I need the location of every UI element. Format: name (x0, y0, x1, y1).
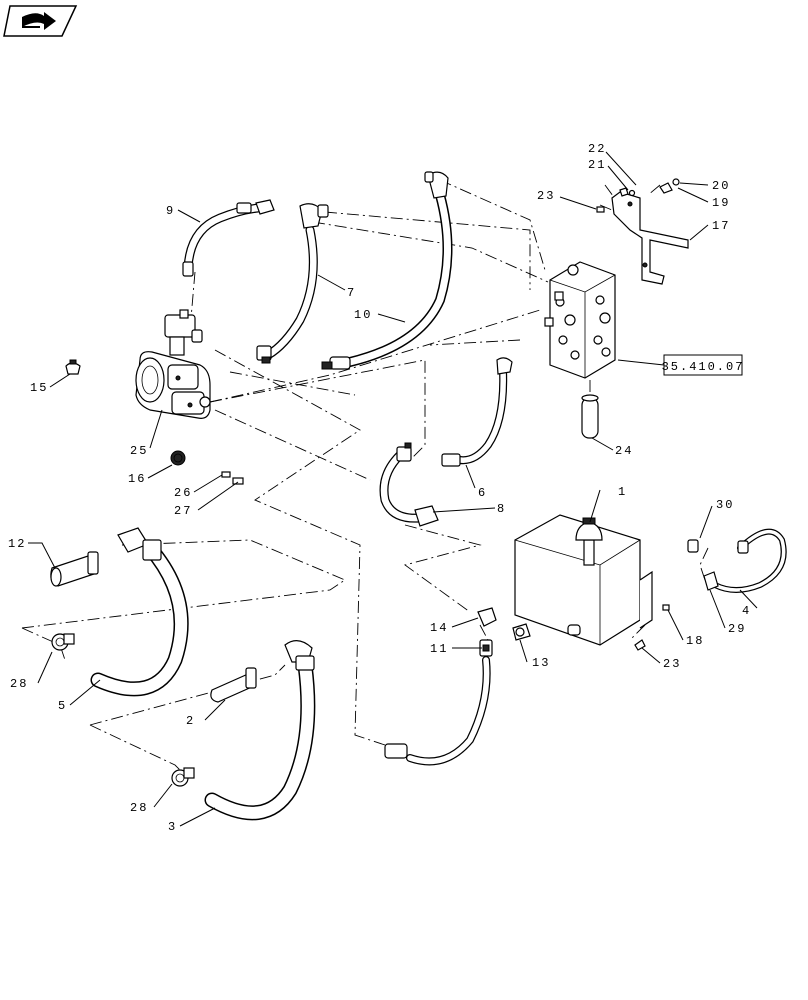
clamp-28-upper (51, 633, 75, 651)
reservoir-tank (514, 514, 653, 646)
bracket-17 (611, 191, 689, 285)
cap-16 (170, 450, 186, 466)
callout-6: 6 (478, 486, 487, 500)
hose-4 (687, 528, 787, 593)
callout-27: 27 (174, 504, 192, 518)
callout-17: 17 (712, 219, 730, 233)
reference-box[interactable]: 35.410.07 (617, 354, 745, 376)
hose-5 (90, 527, 189, 697)
callout-24: 24 (615, 444, 633, 458)
fittings-26-27 (221, 471, 244, 485)
hose-6 (441, 357, 513, 467)
callout-12: 12 (8, 537, 26, 551)
routing-lines (21, 179, 709, 776)
callout-29: 29 (728, 622, 746, 636)
callout-15: 15 (30, 381, 48, 395)
callout-labels: 1 2 3 4 5 6 7 8 9 10 11 12 13 14 15 16 1… (8, 142, 751, 834)
hose-11 (384, 607, 531, 766)
callout-11: 11 (430, 642, 448, 656)
motor-assembly-25 (135, 309, 211, 419)
leader-lines (28, 151, 758, 827)
callout-5: 5 (58, 699, 67, 713)
callout-1: 1 (618, 485, 627, 499)
callout-8: 8 (497, 502, 506, 516)
hose-9 (182, 199, 275, 277)
valve-block (544, 261, 616, 379)
callout-9: 9 (166, 204, 175, 218)
reference-box-text: 35.410.07 (662, 360, 745, 374)
callout-13: 13 (532, 656, 550, 670)
callout-28-upper: 28 (10, 677, 28, 691)
callout-20: 20 (712, 179, 730, 193)
filter-24 (581, 394, 599, 439)
callout-30: 30 (716, 498, 734, 512)
back-arrow-icon (22, 12, 56, 30)
hose-3 (204, 640, 316, 821)
callout-25: 25 (130, 444, 148, 458)
callout-14: 14 (430, 621, 448, 635)
callout-3: 3 (168, 820, 177, 834)
callout-26: 26 (174, 486, 192, 500)
callout-28-lower: 28 (130, 801, 148, 815)
callout-2: 2 (186, 714, 195, 728)
callout-10: 10 (354, 308, 372, 322)
hose-8 (379, 442, 439, 527)
callout-19: 19 (712, 196, 730, 210)
hose-10 (321, 171, 453, 370)
cap-15 (65, 359, 81, 375)
callout-16: 16 (128, 472, 146, 486)
adapter-2 (210, 667, 257, 703)
callout-4: 4 (742, 604, 751, 618)
callout-18: 18 (686, 634, 704, 648)
back-nav-button[interactable] (3, 5, 78, 37)
callout-21: 21 (588, 158, 606, 172)
clamp-28-lower (171, 767, 195, 787)
adapter-12 (50, 551, 99, 587)
fasteners (596, 178, 680, 651)
callout-23-lower: 23 (663, 657, 681, 671)
callout-23-upper: 23 (537, 189, 555, 203)
hose-7 (256, 203, 329, 364)
callout-7: 7 (347, 286, 356, 300)
callout-22: 22 (588, 142, 606, 156)
